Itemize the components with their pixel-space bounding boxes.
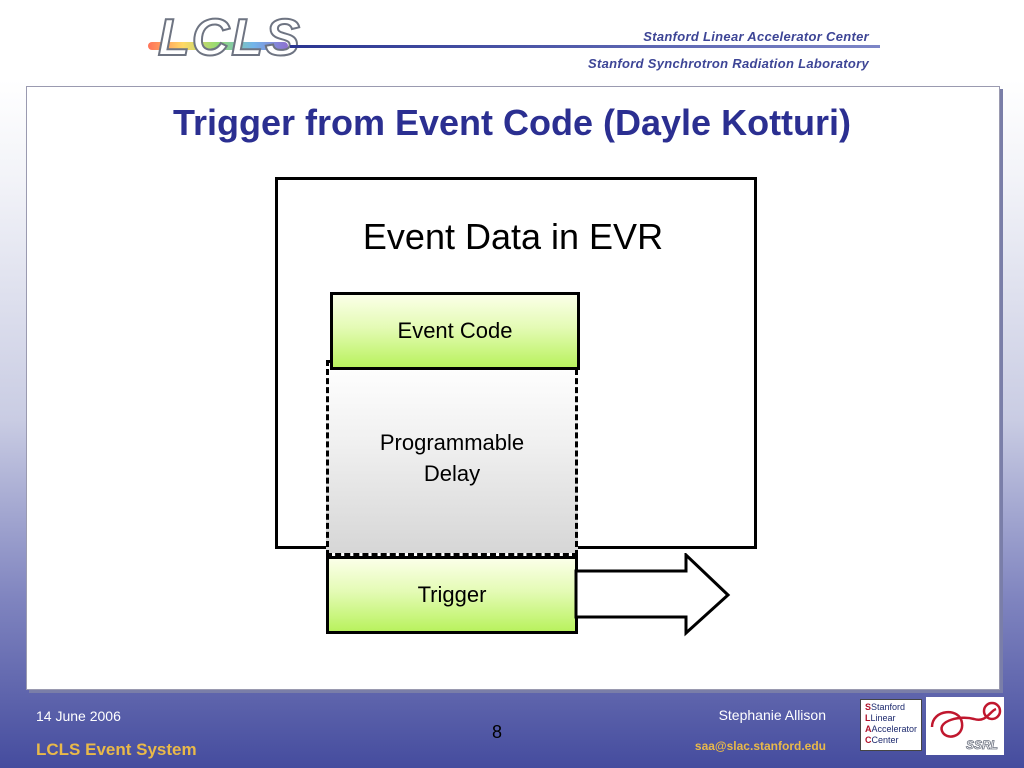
slac-logo-line: Linear: [870, 713, 896, 723]
footer-email: saa@slac.stanford.edu: [694, 739, 826, 753]
logo-rainbow-stripe: [148, 42, 288, 50]
ssrl-logo-text: SSRL: [966, 738, 998, 752]
evr-container-label: Event Data in EVR: [362, 216, 664, 257]
slac-logo-line: Accelerator: [871, 724, 918, 734]
footer-date: 14 June 2006: [36, 708, 121, 724]
lcls-logo-text: LCLS: [157, 8, 302, 68]
header-banner: LCLS Stanford Linear Accelerator Center …: [0, 0, 1024, 80]
lcls-logo: LCLS: [148, 8, 301, 68]
footer-author: Stephanie Allison: [718, 707, 826, 723]
slac-logo-line: Stanford: [871, 702, 906, 712]
slac-logo-line: Center: [871, 735, 899, 745]
org-line-1: Stanford Linear Accelerator Center: [643, 29, 869, 44]
delay-label-line1: Programmable: [379, 430, 525, 455]
trigger-box: Trigger: [326, 556, 578, 634]
programmable-delay-box: Programmable Delay: [326, 360, 578, 556]
header-divider: [290, 45, 880, 48]
delay-label-line2: Delay: [423, 461, 481, 486]
trigger-output-arrow-icon: [574, 553, 731, 637]
trigger-label: Trigger: [417, 582, 487, 607]
page-number: 8: [492, 722, 503, 742]
org-line-2: Stanford Synchrotron Radiation Laborator…: [588, 56, 869, 71]
footer-presentation-title: LCLS Event System: [36, 740, 197, 759]
ssrl-logo: SSRL: [926, 697, 1004, 755]
event-code-label: Event Code: [397, 318, 513, 343]
slide-title: Trigger from Event Code (Dayle Kotturi): [172, 102, 852, 143]
event-code-box: Event Code: [330, 292, 580, 370]
slac-logo: SStanford LLinear AAccelerator CCenter: [860, 699, 922, 751]
